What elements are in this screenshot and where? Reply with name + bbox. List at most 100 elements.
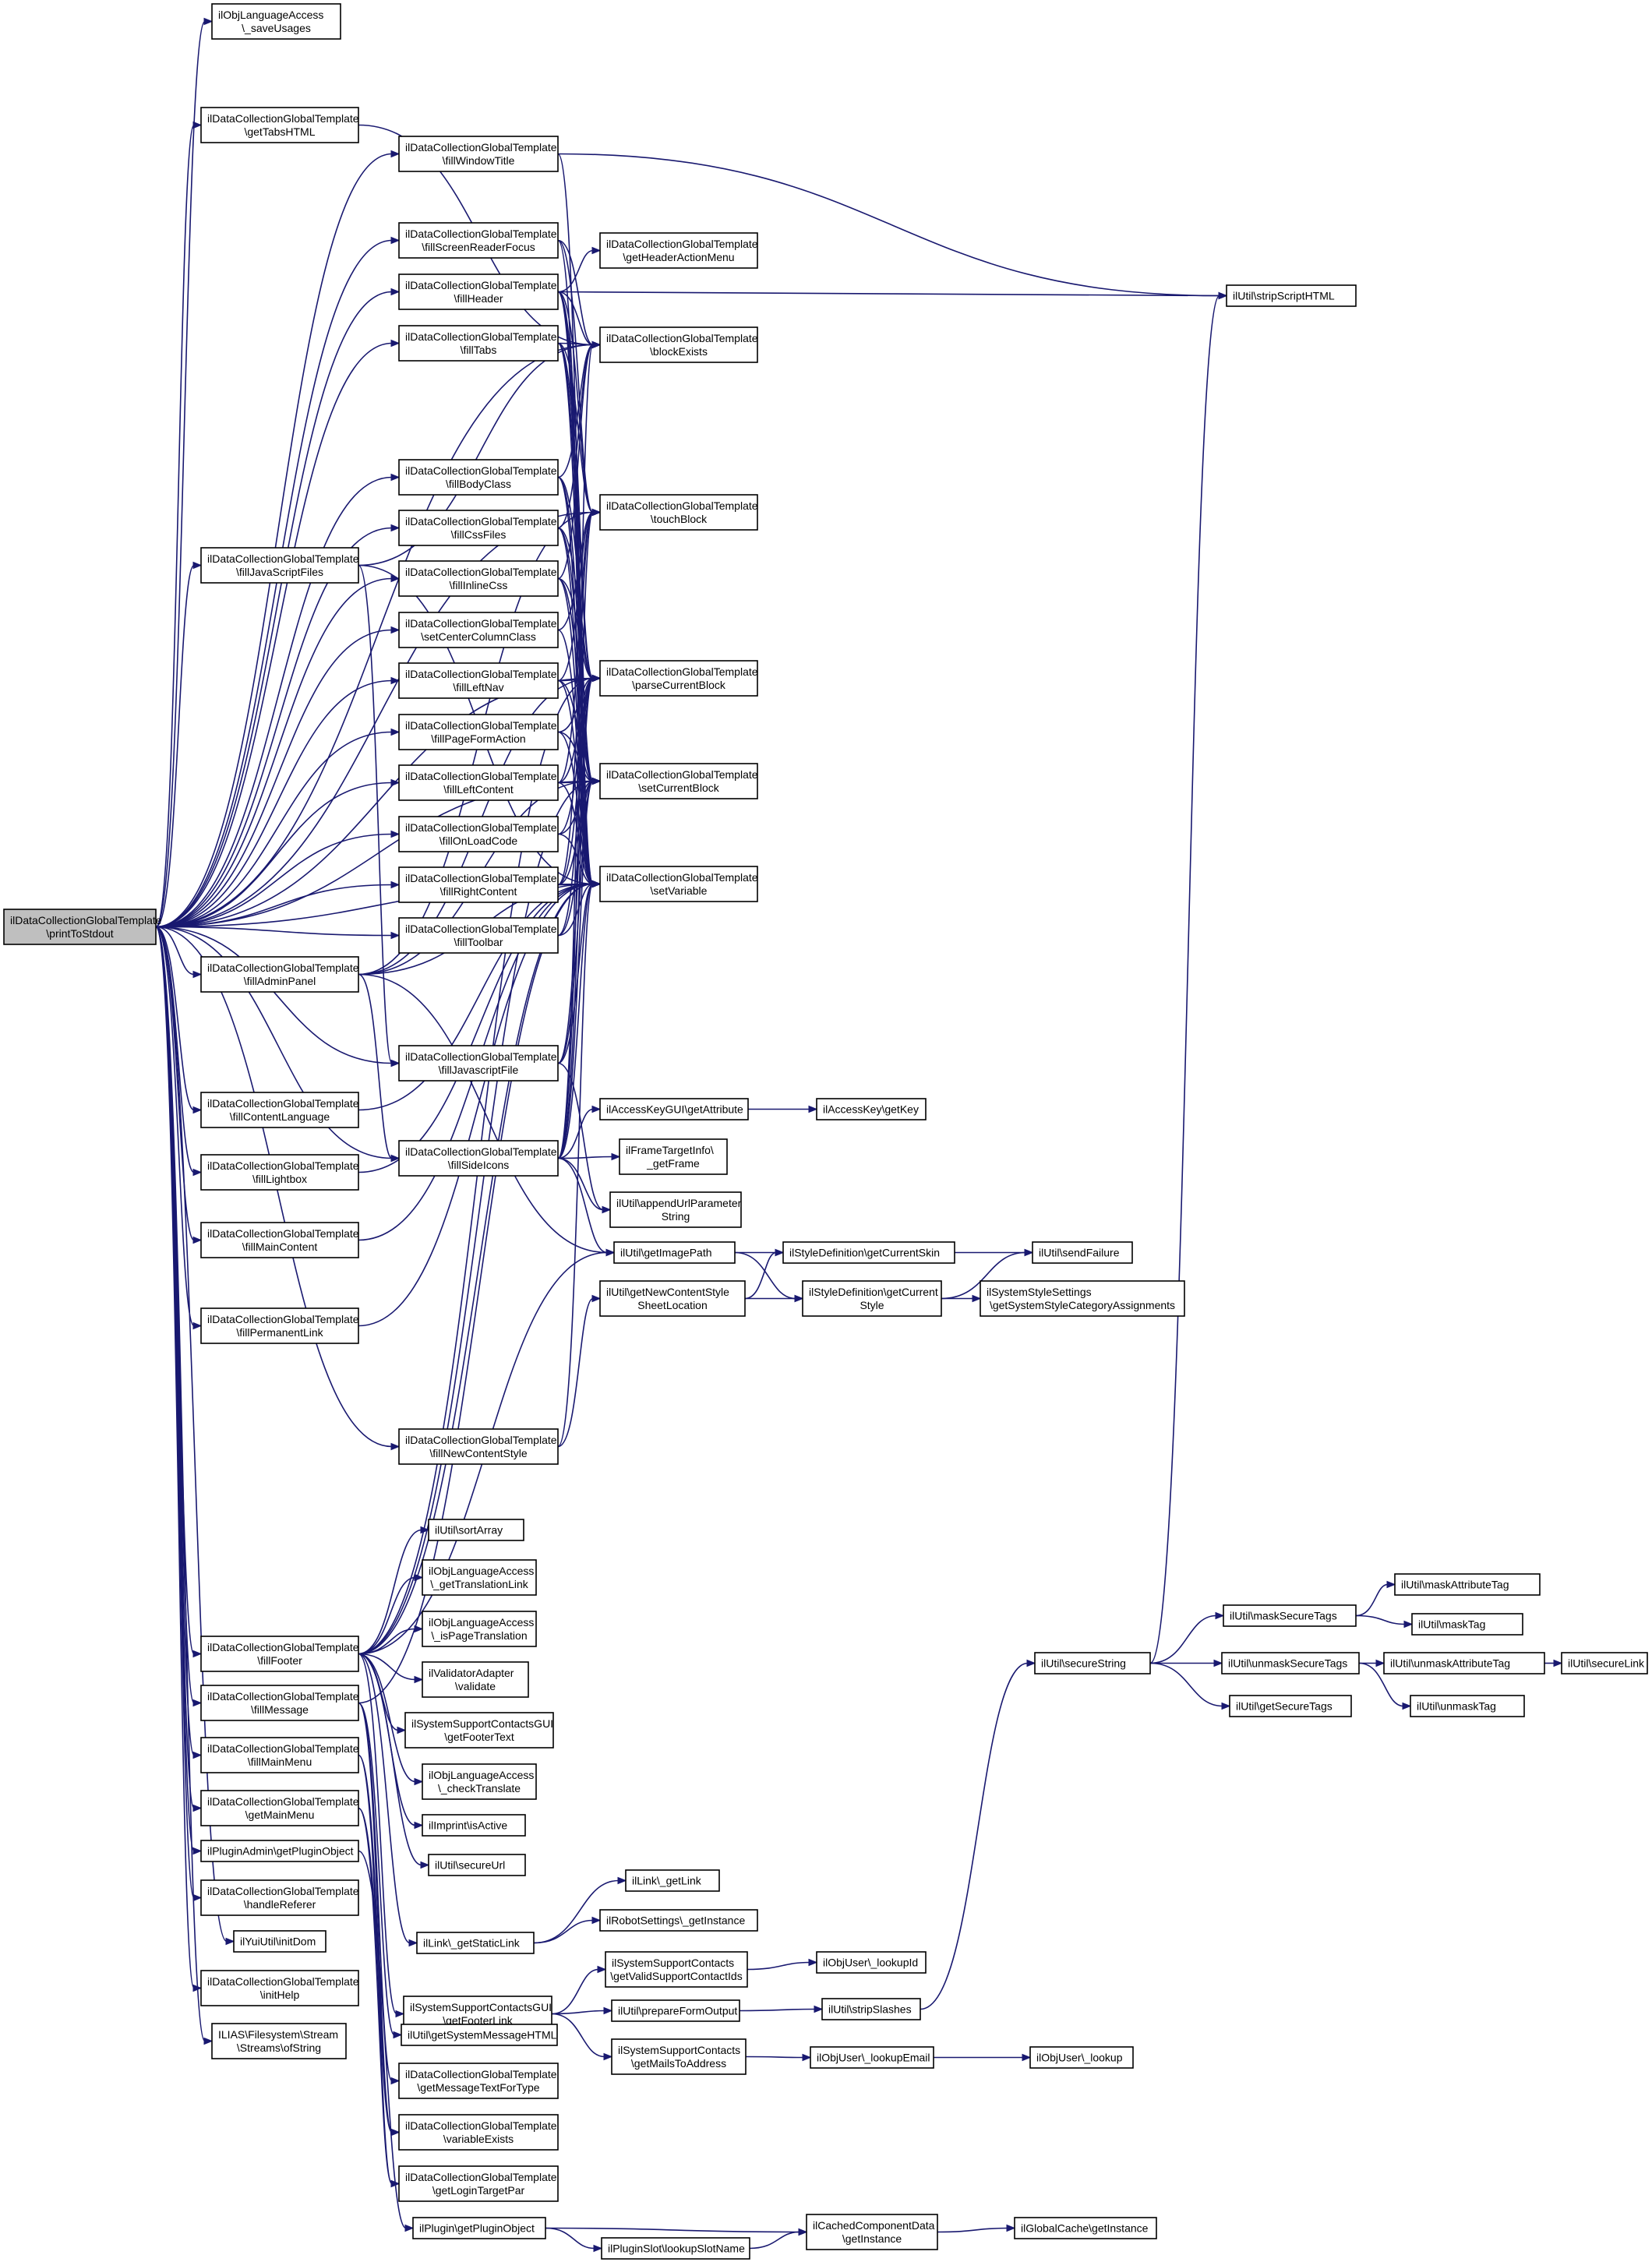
node-get-main-menu[interactable]: ilDataCollectionGlobalTemplate\getMainMe… (200, 1790, 359, 1826)
edge-get-new-content-style-sheet-location-to-get-current-skin (744, 1251, 777, 1300)
node-handle-referer[interactable]: ilDataCollectionGlobalTemplate\handleRef… (200, 1879, 359, 1916)
arrowhead (390, 339, 401, 348)
node-label: \fillLightbox (252, 1173, 307, 1185)
node-set-current-block[interactable]: ilDataCollectionGlobalTemplate\setCurren… (599, 763, 758, 799)
node-prepare-form-output[interactable]: ilUtil\prepareFormOutput (611, 1999, 740, 2022)
node-fill-javascript-file[interactable]: ilDataCollectionGlobalTemplate\fillJavas… (398, 1045, 559, 1082)
node-get-link[interactable]: ilLink\_getLink (625, 1869, 720, 1892)
node-unmask-attribute-tag[interactable]: ilUtil\unmaskAttributeTag (1383, 1652, 1545, 1674)
node-robot-get-instance[interactable]: ilRobotSettings\_getInstance (599, 1909, 758, 1932)
node-lookup-slot-name[interactable]: ilPluginSlot\lookupSlotName (601, 2237, 750, 2260)
node-fill-header[interactable]: ilDataCollectionGlobalTemplate\fillHeade… (398, 273, 559, 310)
node-strip-script-h-t-m-l[interactable]: ilUtil\stripScriptHTML (1226, 284, 1357, 307)
node-fill-footer[interactable]: ilDataCollectionGlobalTemplate\fillFoote… (200, 1636, 359, 1672)
node-get-key[interactable]: ilAccessKey\getKey (816, 1098, 927, 1120)
node-mask-attribute-tag[interactable]: ilUtil\maskAttributeTag (1394, 1573, 1541, 1596)
node-fill-main-menu[interactable]: ilDataCollectionGlobalTemplate\fillMainM… (200, 1737, 359, 1773)
node-fill-inline-css[interactable]: ilDataCollectionGlobalTemplate\fillInlin… (398, 560, 559, 597)
node-fill-new-content-style[interactable]: ilDataCollectionGlobalTemplate\fillNewCo… (398, 1428, 559, 1465)
node-fill-right-content[interactable]: ilDataCollectionGlobalTemplate\fillRight… (398, 866, 559, 903)
node-save-usages[interactable]: ilObjLanguageAccess\_saveUsages (211, 3, 341, 40)
node-fill-css-files[interactable]: ilDataCollectionGlobalTemplate\fillCssFi… (398, 510, 559, 546)
node-lookup-email[interactable]: ilObjUser\_lookupEmail (810, 2046, 934, 2069)
node-init-dom[interactable]: ilYuiUtil\initDom (233, 1930, 327, 1953)
edge-get-footer-link-to-prepare-form-output (551, 2010, 605, 2015)
node-get-message-text-for-type[interactable]: ilDataCollectionGlobalTemplate\getMessag… (398, 2063, 559, 2099)
node-set-center-column-class[interactable]: ilDataCollectionGlobalTemplate\setCenter… (398, 612, 559, 648)
node-get-system-style-category-assignments[interactable]: ilSystemStyleSettings\getSystemStyleCate… (980, 1280, 1185, 1317)
node-is-active[interactable]: ilImprint\isActive (422, 1814, 526, 1837)
node-get-system-message-h-t-m-l[interactable]: ilUtil\getSystemMessageHTML (401, 2024, 558, 2046)
node-of-string[interactable]: ILIAS\Filesystem\Stream\Streams\ofString (211, 2023, 347, 2059)
node-get-frame[interactable]: ilFrameTargetInfo\_getFrame (619, 1138, 728, 1175)
node-fill-side-icons[interactable]: ilDataCollectionGlobalTemplate\fillSideI… (398, 1140, 559, 1177)
node-validate[interactable]: ilValidatorAdapter\validate (422, 1661, 529, 1698)
node-get-current-skin[interactable]: ilStyleDefinition\getCurrentSkin (782, 1241, 955, 1264)
node-mask-tag[interactable]: ilUtil\maskTag (1411, 1613, 1523, 1636)
node-check-translate[interactable]: ilObjLanguageAccess\_checkTranslate (422, 1763, 537, 1800)
node-fill-lightbox[interactable]: ilDataCollectionGlobalTemplate\fillLight… (200, 1154, 359, 1191)
node-get-tabs-h-t-m-l[interactable]: ilDataCollectionGlobalTemplate\getTabsHT… (200, 107, 359, 143)
node-sort-array[interactable]: ilUtil\sortArray (428, 1519, 524, 1541)
node-strip-slashes[interactable]: ilUtil\stripSlashes (821, 1998, 921, 2020)
node-get-login-target-par[interactable]: ilDataCollectionGlobalTemplate\getLoginT… (398, 2165, 559, 2202)
node-is-page-translation[interactable]: ilObjLanguageAccess\_isPageTranslation (422, 1611, 537, 1647)
node-block-exists[interactable]: ilDataCollectionGlobalTemplate\blockExis… (599, 326, 758, 363)
node-get-mails-to-address[interactable]: ilSystemSupportContacts\getMailsToAddres… (611, 2038, 747, 2075)
node-get-translation-link[interactable]: ilObjLanguageAccess\_getTranslationLink (422, 1559, 537, 1596)
node-send-failure[interactable]: ilUtil\sendFailure (1032, 1241, 1133, 1264)
node-plugin-get-plugin-object[interactable]: ilPlugin\getPluginObject (412, 2217, 546, 2239)
node-get-header-action-menu[interactable]: ilDataCollectionGlobalTemplate\getHeader… (599, 232, 758, 269)
node-get-plugin-object-admin[interactable]: ilPluginAdmin\getPluginObject (200, 1840, 359, 1862)
node-get-attribute[interactable]: ilAccessKeyGUI\getAttribute (599, 1098, 749, 1120)
node-get-valid-support-contact-ids[interactable]: ilSystemSupportContacts\getValidSupportC… (605, 1951, 748, 1988)
node-unmask-secure-tags[interactable]: ilUtil\unmaskSecureTags (1221, 1652, 1360, 1674)
node-fill-admin-panel[interactable]: ilDataCollectionGlobalTemplate\fillAdmin… (200, 956, 359, 993)
node-box (605, 1951, 748, 1988)
node-secure-url[interactable]: ilUtil\secureUrl (428, 1854, 526, 1876)
node-root[interactable]: ilDataCollectionGlobalTemplate\printToSt… (3, 909, 162, 945)
node-secure-string[interactable]: ilUtil\secureString (1034, 1652, 1151, 1674)
node-fill-tabs[interactable]: ilDataCollectionGlobalTemplate\fillTabs (398, 325, 559, 362)
node-cached-get-instance[interactable]: ilCachedComponentData\getInstance (806, 2214, 938, 2250)
node-secure-link[interactable]: ilUtil\secureLink (1561, 1652, 1648, 1674)
arrowhead (390, 880, 401, 889)
node-fill-java-script-files[interactable]: ilDataCollectionGlobalTemplate\fillJavaS… (200, 547, 359, 584)
node-get-footer-text[interactable]: ilSystemSupportContactsGUI\getFooterText (404, 1712, 554, 1749)
node-label: \fillToolbar (454, 936, 503, 948)
node-get-secure-tags[interactable]: ilUtil\getSecureTags (1229, 1695, 1352, 1717)
node-fill-left-content[interactable]: ilDataCollectionGlobalTemplate\fillLeftC… (398, 764, 559, 801)
edge-secure-string-to-get-secure-tags (1149, 1662, 1223, 1707)
node-label: \fillPageFormAction (431, 732, 525, 745)
node-lookup-id[interactable]: ilObjUser\_lookupId (816, 1951, 927, 1974)
node-fill-left-nav[interactable]: ilDataCollectionGlobalTemplate\fillLeftN… (398, 662, 559, 699)
node-variable-exists[interactable]: ilDataCollectionGlobalTemplate\variableE… (398, 2114, 559, 2151)
node-unmask-tag[interactable]: ilUtil\unmaskTag (1410, 1695, 1525, 1717)
node-fill-window-title[interactable]: ilDataCollectionGlobalTemplate\fillWindo… (398, 136, 559, 172)
node-touch-block[interactable]: ilDataCollectionGlobalTemplate\touchBloc… (599, 494, 758, 531)
node-fill-content-language[interactable]: ilDataCollectionGlobalTemplate\fillConte… (200, 1092, 359, 1128)
node-get-image-path[interactable]: ilUtil\getImagePath (613, 1241, 736, 1264)
node-get-static-link[interactable]: ilLink\_getStaticLink (416, 1932, 535, 1954)
node-mask-secure-tags[interactable]: ilUtil\maskSecureTags (1223, 1604, 1357, 1627)
node-global-cache-get-instance[interactable]: ilGlobalCache\getInstance (1014, 2217, 1157, 2239)
arrowhead (192, 561, 203, 570)
node-label: ilLink\_getStaticLink (423, 1937, 521, 1950)
node-fill-main-content[interactable]: ilDataCollectionGlobalTemplate\fillMainC… (200, 1222, 359, 1258)
node-label: \getLoginTargetPar (432, 2184, 525, 2197)
node-fill-screen-reader-focus[interactable]: ilDataCollectionGlobalTemplate\fillScree… (398, 222, 559, 259)
node-set-variable[interactable]: ilDataCollectionGlobalTemplate\setVariab… (599, 866, 758, 902)
node-label: ilUtil\appendUrlParameter (616, 1197, 742, 1209)
node-fill-toolbar[interactable]: ilDataCollectionGlobalTemplate\fillToolb… (398, 917, 559, 954)
node-lookup[interactable]: ilObjUser\_lookup (1029, 2046, 1134, 2069)
node-fill-message[interactable]: ilDataCollectionGlobalTemplate\fillMessa… (200, 1685, 359, 1721)
node-fill-body-class[interactable]: ilDataCollectionGlobalTemplate\fillBodyC… (398, 459, 559, 496)
node-init-help[interactable]: ilDataCollectionGlobalTemplate\initHelp (200, 1970, 359, 2006)
node-parse-current-block[interactable]: ilDataCollectionGlobalTemplate\parseCurr… (599, 660, 758, 697)
node-fill-permanent-link[interactable]: ilDataCollectionGlobalTemplate\fillPerma… (200, 1307, 359, 1344)
node-fill-page-form-action[interactable]: ilDataCollectionGlobalTemplate\fillPageF… (398, 714, 559, 750)
node-fill-on-load-code[interactable]: ilDataCollectionGlobalTemplate\fillOnLoa… (398, 816, 559, 852)
